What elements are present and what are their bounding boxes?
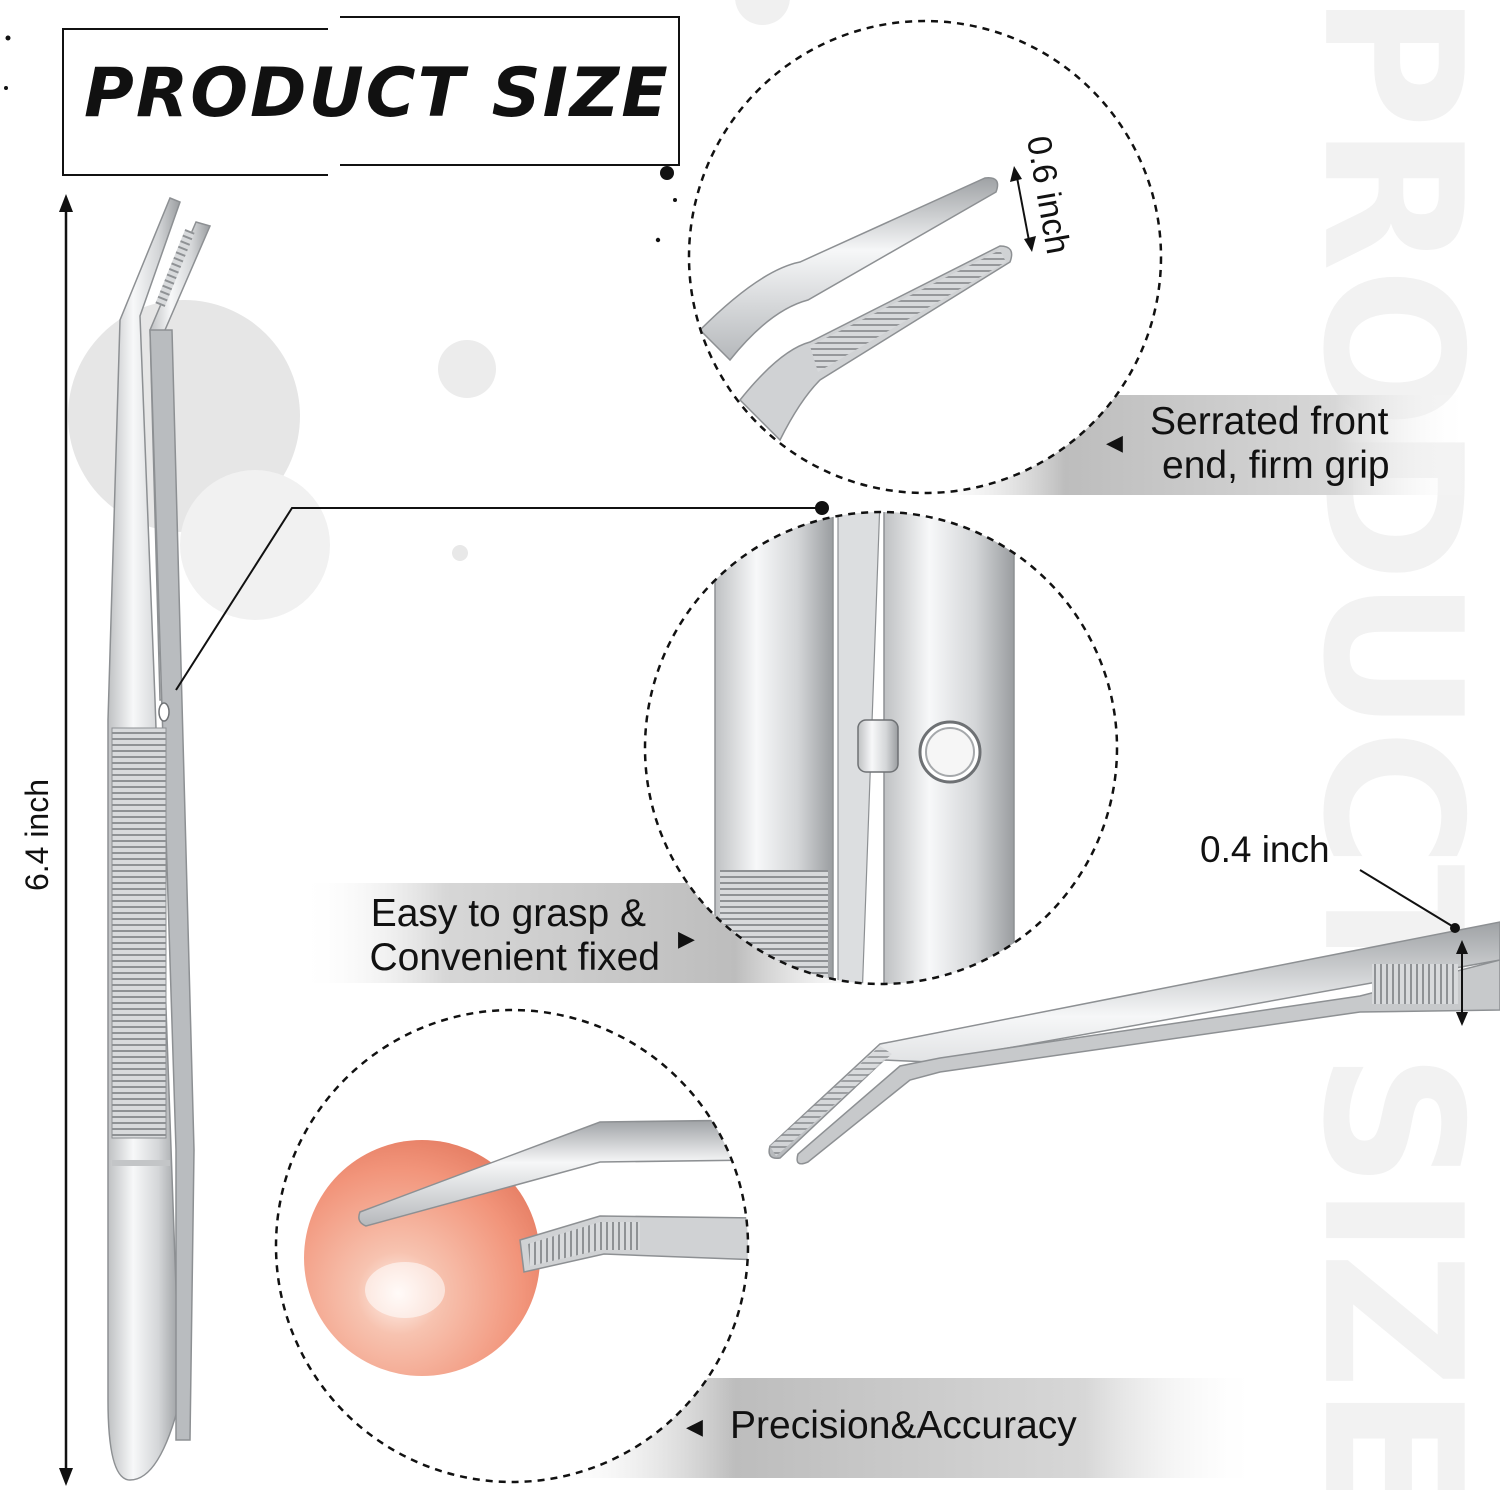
vertical-tweezers bbox=[107, 197, 212, 1481]
length-label: 6.4 inch bbox=[19, 778, 55, 892]
bg-dot-tiny bbox=[452, 545, 468, 561]
bg-circle-small bbox=[438, 340, 496, 398]
serrated-caption-line2: end, firm grip bbox=[1162, 444, 1390, 487]
handle-width-label: 0.4 inch bbox=[1200, 829, 1330, 870]
serrated-pointer-icon: ◀ bbox=[1106, 430, 1123, 455]
bg-circle-faint bbox=[180, 470, 330, 620]
title-frame-right bbox=[340, 16, 680, 166]
grasp-caption-line1: Easy to grasp & bbox=[370, 892, 646, 935]
serrated-caption: Serrated front end, firm grip bbox=[1150, 400, 1390, 488]
precision-pointer-icon: ◀ bbox=[686, 1414, 703, 1439]
grasp-caption: Easy to grasp & Convenient fixed bbox=[300, 892, 660, 980]
grasp-pointer-icon: ▶ bbox=[678, 926, 695, 951]
title-frame-left bbox=[62, 28, 328, 176]
side-tweezers bbox=[768, 921, 1500, 1165]
page-title: PRODUCT SIZE bbox=[84, 54, 670, 133]
precision-caption: Precision&Accuracy bbox=[730, 1404, 1077, 1447]
grasp-caption-line2: Convenient fixed bbox=[369, 936, 660, 979]
serrated-caption-line1: Serrated front bbox=[1150, 400, 1389, 443]
